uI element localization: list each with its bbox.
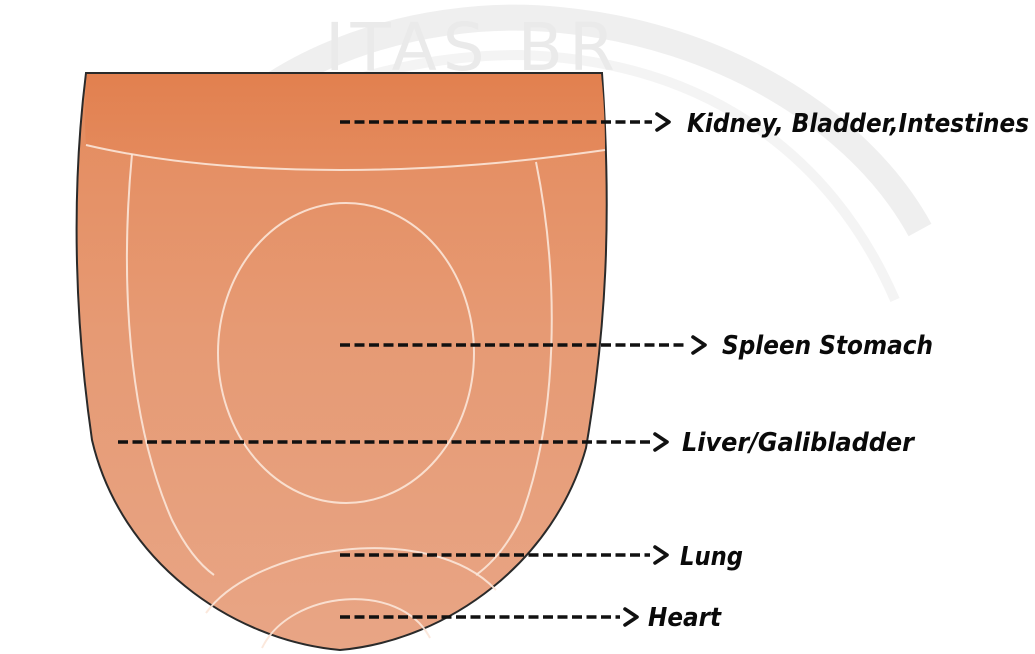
arrowhead-icon xyxy=(655,434,667,450)
liver-gallbladder-label: Liver/Galibladder xyxy=(682,428,916,458)
arrowhead-icon xyxy=(655,547,667,563)
kidney-label: Kidney, Bladder,Intestines xyxy=(687,109,1029,139)
lung-label: Lung xyxy=(680,542,743,572)
arrowhead-icon xyxy=(693,337,705,353)
arrowhead-icon xyxy=(657,114,669,130)
arrowhead-icon xyxy=(625,609,637,625)
tongue xyxy=(77,73,607,650)
spleen-stomach-label: Spleen Stomach xyxy=(722,331,933,361)
heart-label: Heart xyxy=(648,603,722,633)
